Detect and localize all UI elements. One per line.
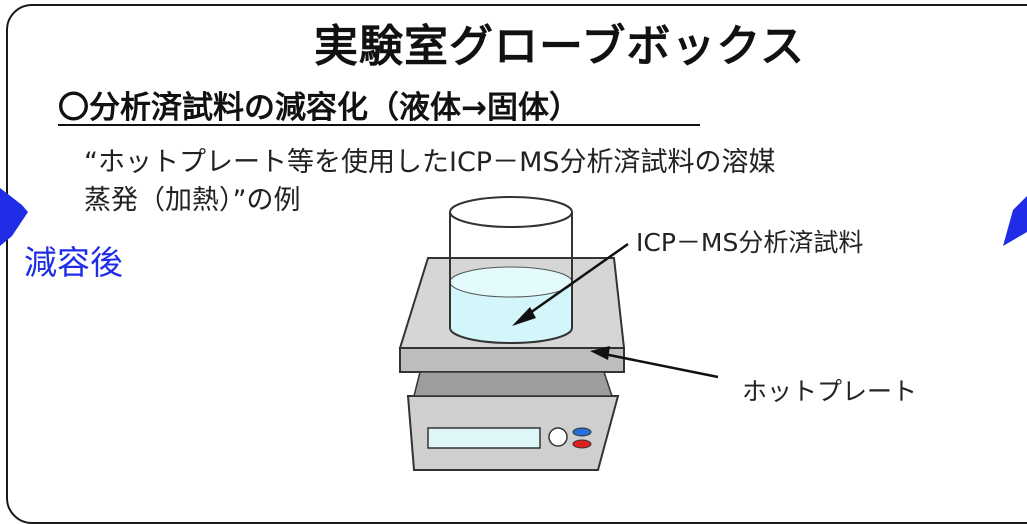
sample-label: ICP－MS分析済試料 [636,228,864,257]
hotplate-pointer-arrow [590,346,719,379]
right-arrow-icon [1003,196,1027,246]
hotplate-diagram [0,188,1027,471]
beaker-icon [449,196,573,344]
page-title: 実験室グローブボックス [314,21,806,72]
description-line-2: 蒸発（加熱）”の例 [84,185,301,216]
heading-underline [58,124,700,126]
sample-pointer-arrow [512,242,629,326]
section-heading: 〇分析済試料の減容化（液体→固体） [58,90,580,126]
description-line-1: “ホットプレート等を使用したICP－MS分析済試料の溶媒 [84,147,776,178]
after-reduction-label: 減容後 [24,243,123,282]
left-arrow-icon [0,188,28,246]
hotplate-label: ホットプレート [742,377,918,406]
